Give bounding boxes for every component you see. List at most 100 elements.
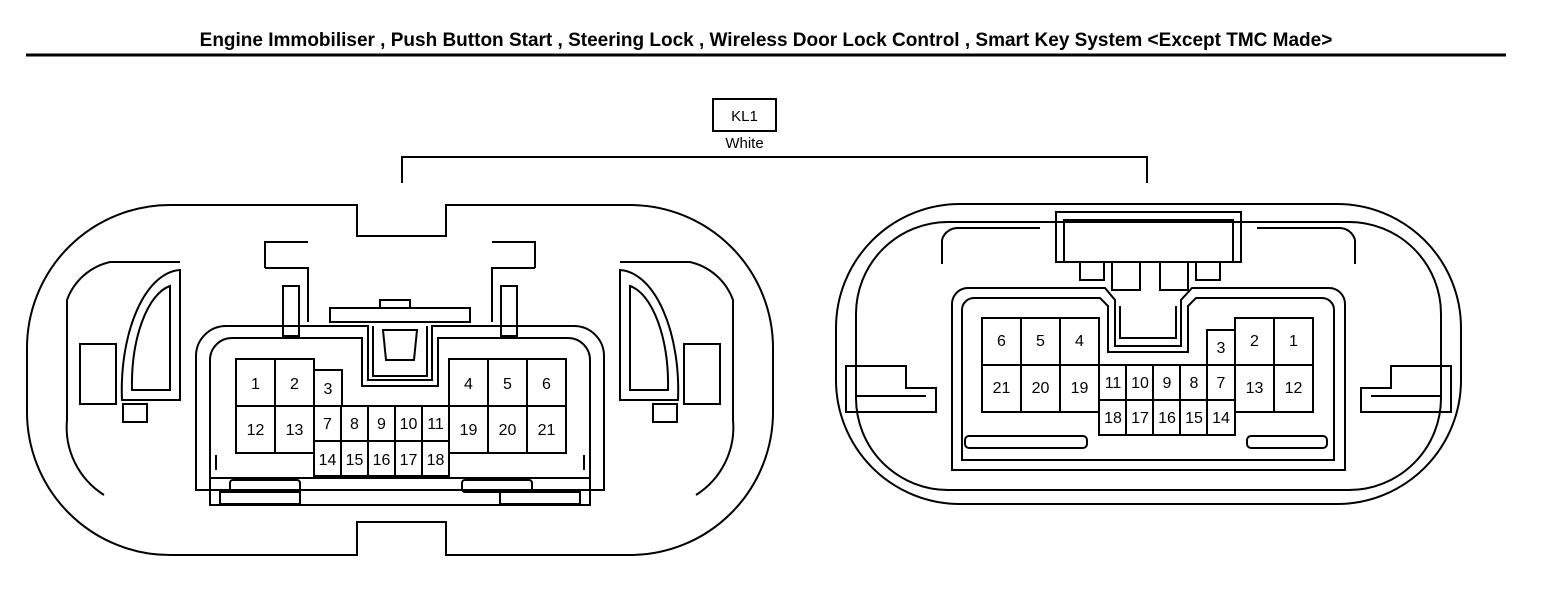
right-pin-5: 5 bbox=[1036, 333, 1045, 350]
right-lock-tooth-3 bbox=[1159, 262, 1189, 291]
connector-code: KL1 bbox=[731, 108, 758, 125]
left-pin-8: 8 bbox=[350, 416, 359, 433]
left-inner-arc-right bbox=[620, 261, 735, 496]
left-pin-2: 2 bbox=[290, 376, 299, 393]
left-pin-13: 13 bbox=[286, 422, 304, 439]
connector-code-box bbox=[712, 98, 777, 132]
left-small-tab-right bbox=[652, 403, 678, 423]
right-pin-2: 2 bbox=[1250, 333, 1259, 350]
right-housing-rim bbox=[855, 221, 1442, 491]
left-pin-1: 1 bbox=[251, 376, 260, 393]
left-bottom-latch-left bbox=[219, 491, 301, 505]
connector-label: KL1 White bbox=[712, 98, 777, 152]
right-pin-18: 18 bbox=[1104, 410, 1122, 427]
left-small-tab-left bbox=[122, 403, 148, 423]
left-pin-labels: 1 2 3 4 5 6 7 8 9 10 11 12 13 14 15 16 1… bbox=[247, 376, 556, 469]
left-upper-step-left bbox=[265, 267, 309, 322]
left-latch-fin-left bbox=[120, 268, 181, 401]
right-lock-tooth-1 bbox=[1079, 262, 1105, 281]
connector-color: White bbox=[725, 135, 763, 152]
left-pin-10: 10 bbox=[400, 416, 418, 433]
right-pin-3: 3 bbox=[1217, 340, 1226, 357]
right-pin-6: 6 bbox=[997, 333, 1006, 350]
left-top-rail bbox=[329, 307, 471, 323]
left-pin-19: 19 bbox=[460, 422, 478, 439]
right-center-key bbox=[1119, 306, 1177, 339]
left-pin-7: 7 bbox=[323, 416, 332, 433]
left-terminal-frame-outer bbox=[195, 325, 605, 491]
right-pin-13: 13 bbox=[1246, 380, 1264, 397]
right-connector bbox=[835, 203, 1462, 505]
right-bottom-slot-right bbox=[1246, 435, 1328, 449]
right-pin-15: 15 bbox=[1185, 410, 1203, 427]
left-pin-15: 15 bbox=[346, 452, 364, 469]
right-pin-11: 11 bbox=[1105, 375, 1122, 392]
left-post-right bbox=[500, 285, 518, 337]
left-pin-14: 14 bbox=[319, 452, 337, 469]
right-pin-labels: 1 2 3 4 5 6 7 8 9 10 11 12 13 14 15 16 1… bbox=[993, 333, 1303, 427]
right-pin-grid bbox=[981, 317, 1314, 436]
right-lock-tooth-2 bbox=[1111, 262, 1141, 291]
left-bottom-latch-right bbox=[499, 491, 581, 505]
right-pin-10: 10 bbox=[1131, 375, 1149, 392]
right-pin-4: 4 bbox=[1075, 333, 1084, 350]
right-top-guide-left bbox=[941, 226, 1040, 264]
left-terminal-frame-inner bbox=[209, 337, 591, 479]
page-title: Engine Immobiliser , Push Button Start ,… bbox=[199, 30, 1333, 51]
right-pin-14: 14 bbox=[1212, 410, 1230, 427]
right-pin-8: 8 bbox=[1190, 375, 1199, 392]
left-side-tab-right bbox=[683, 343, 721, 405]
left-latch-fin-left-inner bbox=[130, 284, 171, 391]
left-bottom-lip bbox=[209, 478, 591, 506]
right-top-guide-right bbox=[1257, 226, 1356, 264]
right-terminal-frame-inner bbox=[961, 297, 1335, 461]
left-center-key-outer bbox=[372, 326, 428, 377]
left-inner-arc-left bbox=[65, 261, 180, 496]
right-lock-tooth-4 bbox=[1195, 262, 1221, 281]
left-pin-grid bbox=[235, 358, 567, 477]
right-side-latch-right bbox=[1360, 365, 1452, 413]
right-pin-21: 21 bbox=[993, 380, 1011, 397]
left-post-left bbox=[282, 285, 300, 337]
left-pin-3: 3 bbox=[324, 381, 333, 398]
right-pin-19: 19 bbox=[1071, 380, 1089, 397]
left-latch-fin-right bbox=[619, 268, 680, 401]
left-bottom-slot-right bbox=[461, 479, 533, 493]
right-pin-16: 16 bbox=[1158, 410, 1176, 427]
left-pin-20: 20 bbox=[499, 422, 517, 439]
left-latch-fin-right-inner bbox=[629, 284, 670, 391]
right-pin-1: 1 bbox=[1289, 333, 1298, 350]
left-upper-step-left-top bbox=[264, 241, 308, 268]
left-pin-11: 11 bbox=[427, 416, 444, 433]
left-pin-5: 5 bbox=[503, 376, 512, 393]
connector-bracket bbox=[401, 156, 1148, 183]
left-pin-21: 21 bbox=[538, 422, 556, 439]
right-pin-12: 12 bbox=[1285, 380, 1303, 397]
right-top-lock-inner bbox=[1063, 219, 1234, 263]
right-terminal-frame-outer bbox=[951, 287, 1346, 471]
left-pin-16: 16 bbox=[373, 452, 391, 469]
left-center-key-inner bbox=[381, 329, 419, 361]
left-top-nub bbox=[379, 299, 411, 309]
left-pin-6: 6 bbox=[542, 376, 551, 393]
left-pin-12: 12 bbox=[247, 422, 265, 439]
left-pin-18: 18 bbox=[427, 452, 445, 469]
right-pin-17: 17 bbox=[1131, 410, 1149, 427]
right-pin-20: 20 bbox=[1032, 380, 1050, 397]
right-housing-outline bbox=[835, 203, 1462, 505]
left-pin-9: 9 bbox=[377, 416, 386, 433]
right-pin-7: 7 bbox=[1217, 375, 1226, 392]
left-housing-outline bbox=[26, 204, 774, 556]
left-pin-17: 17 bbox=[400, 452, 418, 469]
left-side-tab-left bbox=[79, 343, 117, 405]
right-pin-9: 9 bbox=[1163, 375, 1172, 392]
left-upper-step-right-top bbox=[492, 241, 536, 268]
right-side-latch-left bbox=[845, 365, 937, 413]
left-upper-step-right bbox=[491, 267, 535, 322]
right-bottom-slot-left bbox=[964, 435, 1088, 449]
left-connector bbox=[26, 204, 774, 556]
left-pin-4: 4 bbox=[464, 376, 473, 393]
left-bottom-slot-left bbox=[229, 479, 301, 493]
